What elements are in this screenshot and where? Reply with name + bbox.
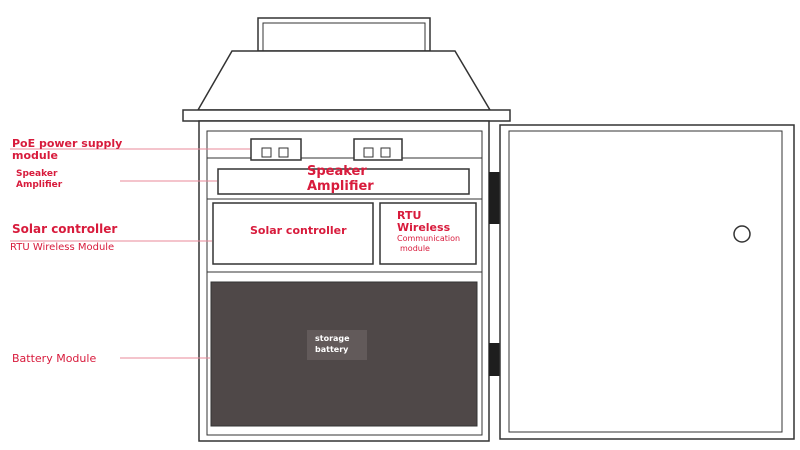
solar-callout: Solar controller — [12, 222, 118, 236]
rtu-inner-line4: module — [400, 244, 430, 253]
cabinet-roof — [196, 50, 492, 111]
battery-callout: Battery Module — [12, 352, 97, 365]
battery-tag — [307, 330, 367, 360]
cabinet-inner-frame — [206, 130, 483, 436]
poe-label-line2: module — [12, 149, 58, 162]
roof-ledge — [182, 109, 511, 122]
battery-inner-line1: storage — [315, 334, 350, 343]
cabinet-door-inner — [508, 130, 783, 433]
poe-socket — [261, 147, 272, 158]
poe-socket — [278, 147, 289, 158]
rtu-callout: RTU Wireless Module — [10, 242, 115, 253]
door-lock-icon — [733, 225, 751, 243]
poe-socket — [363, 147, 374, 158]
rtu-inner-line1: RTU — [397, 209, 422, 222]
amp-callout-line1: Speaker — [16, 169, 58, 179]
rtu-inner-line2: Wireless — [397, 221, 451, 234]
cabinet-door — [499, 124, 795, 440]
poe-socket — [380, 147, 391, 158]
hinge-bottom — [489, 343, 500, 376]
poe-module-right — [353, 138, 403, 161]
hinge-top — [489, 172, 500, 224]
solar-inner-label: Solar controller — [250, 224, 347, 237]
battery-inner-line2: battery — [315, 345, 349, 354]
poe-module-left — [250, 138, 302, 161]
amp-inner-line1: Speaker — [307, 164, 367, 179]
speaker-amplifier-box — [217, 168, 470, 195]
amp-callout-line2: Amplifier — [16, 180, 63, 190]
rtu-inner-line3: Communication — [397, 234, 461, 243]
amp-inner-line2: Amplifier — [307, 179, 374, 194]
rtu-module-box — [379, 202, 477, 265]
solar-controller-box — [212, 202, 374, 265]
poe-label-line1: PoE power supply — [12, 137, 123, 150]
